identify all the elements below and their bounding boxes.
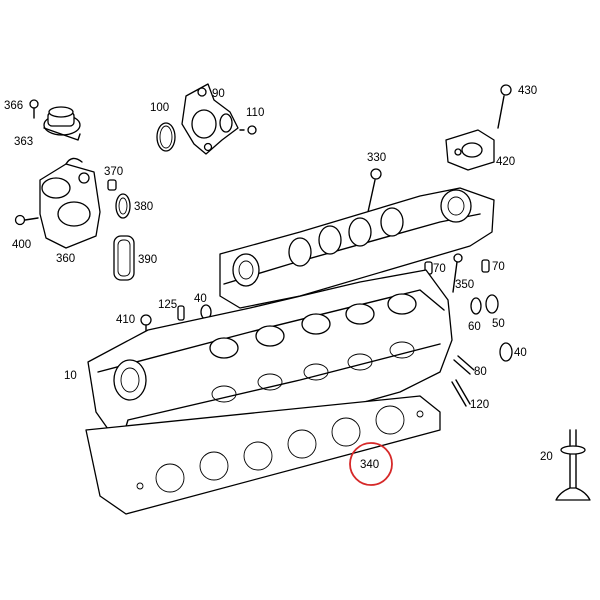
label-340: 340 xyxy=(360,459,379,471)
highlight-ring-340 xyxy=(349,442,393,486)
label-366: 366 xyxy=(4,100,23,112)
camshaft-housing-icon xyxy=(219,187,495,309)
seal-60-icon xyxy=(470,297,482,315)
label-370: 370 xyxy=(104,166,123,178)
label-380: 380 xyxy=(134,201,153,213)
thermostat-housing-90-icon xyxy=(181,83,239,155)
stud-80-icon xyxy=(453,355,475,375)
sleeve-370-icon xyxy=(107,179,117,191)
bolt-350-icon xyxy=(452,253,463,293)
label-10: 10 xyxy=(64,370,77,382)
oring-100-icon xyxy=(156,122,176,152)
label-125: 125 xyxy=(158,299,177,311)
label-110: 110 xyxy=(246,107,264,119)
label-430: 430 xyxy=(518,85,537,97)
label-90: 90 xyxy=(212,88,225,100)
label-70-left: 70 xyxy=(433,263,446,275)
bolt-366-icon xyxy=(29,99,39,119)
cylinder-head-icon xyxy=(87,269,453,463)
sleeve-70-right-icon xyxy=(481,259,490,273)
label-70-right: 70 xyxy=(492,261,505,273)
bolt-430-icon xyxy=(497,84,512,129)
label-80: 80 xyxy=(474,366,487,378)
gasket-390-icon xyxy=(113,235,135,281)
label-390: 390 xyxy=(138,254,157,266)
bolt-110-icon xyxy=(239,125,257,135)
label-50: 50 xyxy=(492,318,505,330)
sensor-363-icon xyxy=(43,106,81,141)
bolt-400-icon xyxy=(14,214,39,226)
bolt-330-icon xyxy=(367,168,382,213)
vacuum-pump-360-icon xyxy=(39,157,101,249)
pin-125-icon xyxy=(177,305,185,321)
stud-120-icon xyxy=(451,379,471,407)
label-40-right: 40 xyxy=(514,347,527,359)
head-gasket-340-icon xyxy=(85,395,441,515)
label-363: 363 xyxy=(14,136,33,148)
label-400: 400 xyxy=(12,239,31,251)
label-120: 120 xyxy=(470,399,489,411)
label-20: 20 xyxy=(540,451,553,463)
label-100: 100 xyxy=(150,102,169,114)
bearing-cap-420-icon xyxy=(445,129,495,171)
seal-50-icon xyxy=(485,294,499,314)
label-420: 420 xyxy=(496,156,515,168)
label-410: 410 xyxy=(116,314,135,326)
label-330: 330 xyxy=(367,152,386,164)
label-350: 350 xyxy=(455,279,474,291)
label-40-left: 40 xyxy=(194,293,207,305)
label-60: 60 xyxy=(468,321,481,333)
seal-40-right-icon xyxy=(499,342,513,362)
label-360: 360 xyxy=(56,253,75,265)
valve-20-icon xyxy=(555,429,591,501)
oring-380-icon xyxy=(115,193,131,219)
